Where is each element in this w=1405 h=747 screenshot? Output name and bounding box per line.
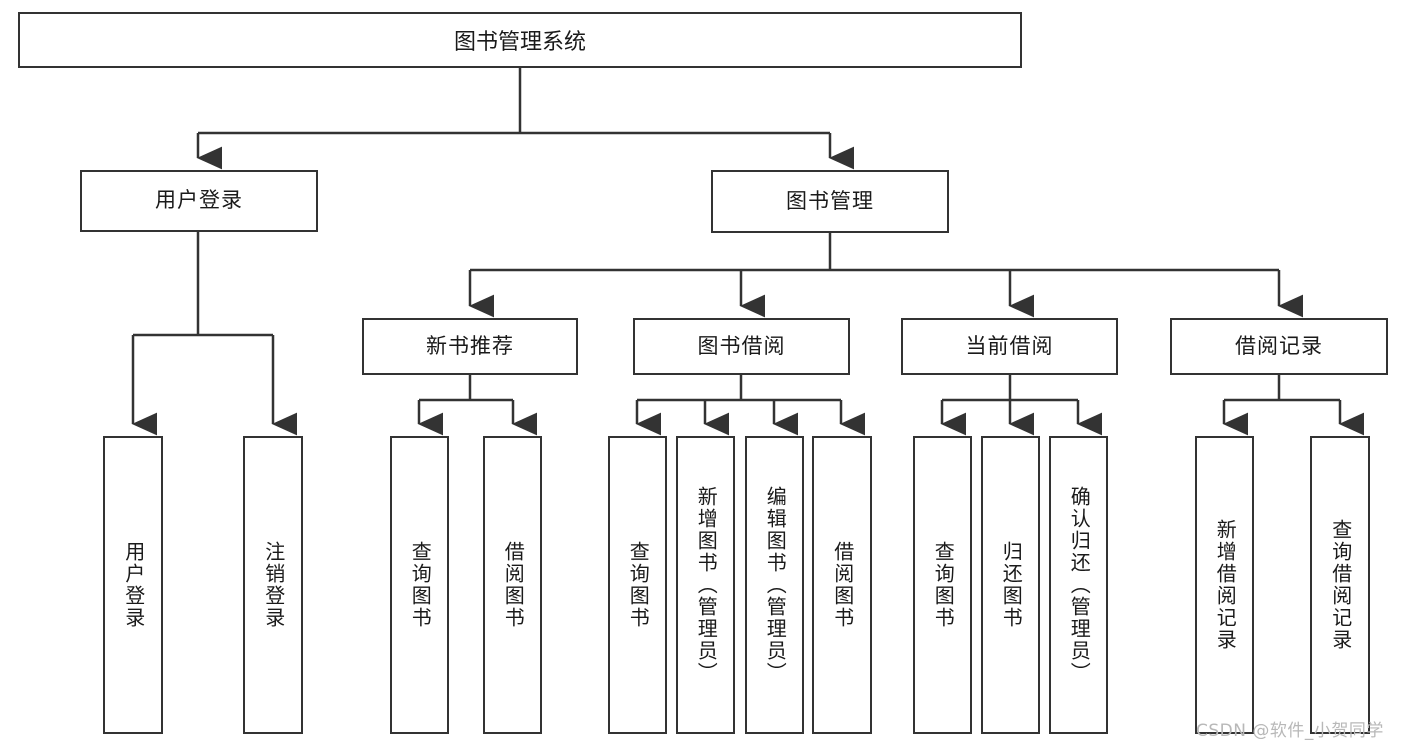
csdn-watermark: CSDN @软件_小贺同学	[1196, 721, 1384, 741]
node-label: 当前借阅	[965, 333, 1054, 358]
node-leaf-borrow-book-new[interactable]: 借阅图书	[483, 436, 542, 734]
node-label: 借阅记录	[1235, 333, 1323, 358]
node-label: 查询图书	[931, 541, 956, 629]
node-label: 查询借阅记录	[1328, 519, 1353, 651]
node-label: 借阅图书	[830, 541, 855, 629]
node-leaf-return-book[interactable]: 归还图书	[981, 436, 1040, 734]
node-root-system[interactable]: 图书管理系统	[18, 12, 1022, 68]
node-label: 图书管理系统	[453, 30, 586, 55]
node-label: 图书管理	[786, 188, 874, 213]
node-leaf-add-book-admin[interactable]: 新增图书（管理员）	[676, 436, 735, 734]
node-user-login[interactable]: 用户登录	[80, 170, 318, 232]
node-label: 新增图书（管理员）	[694, 486, 719, 684]
node-label: 确认归还（管理员）	[1067, 486, 1092, 684]
node-book-management[interactable]: 图书管理	[711, 170, 949, 233]
node-label: 用户登录	[155, 188, 243, 213]
node-leaf-query-book-current[interactable]: 查询图书	[913, 436, 972, 734]
node-leaf-confirm-return-admin[interactable]: 确认归还（管理员）	[1049, 436, 1108, 734]
node-label: 查询图书	[626, 541, 651, 629]
node-label: 查询图书	[408, 541, 433, 629]
node-label: 借阅图书	[501, 541, 526, 629]
node-current-borrow[interactable]: 当前借阅	[901, 318, 1118, 375]
node-label: 新书推荐	[426, 333, 514, 358]
node-leaf-logout[interactable]: 注销登录	[243, 436, 303, 734]
node-label: 用户登录	[121, 541, 146, 629]
node-leaf-borrow-book[interactable]: 借阅图书	[812, 436, 872, 734]
node-new-book-recommend[interactable]: 新书推荐	[362, 318, 578, 375]
node-book-borrow[interactable]: 图书借阅	[633, 318, 850, 375]
node-leaf-add-borrow-record[interactable]: 新增借阅记录	[1195, 436, 1254, 734]
node-leaf-query-borrow-record[interactable]: 查询借阅记录	[1310, 436, 1370, 734]
node-leaf-query-book[interactable]: 查询图书	[608, 436, 667, 734]
node-label: 图书借阅	[697, 333, 786, 358]
node-leaf-edit-book-admin[interactable]: 编辑图书（管理员）	[745, 436, 804, 734]
node-leaf-query-book-new[interactable]: 查询图书	[390, 436, 449, 734]
node-leaf-user-login[interactable]: 用户登录	[103, 436, 163, 734]
node-borrow-records[interactable]: 借阅记录	[1170, 318, 1388, 375]
node-label: 归还图书	[999, 541, 1024, 629]
node-label: 新增借阅记录	[1213, 519, 1238, 651]
node-label: 编辑图书（管理员）	[763, 486, 788, 684]
node-label: 注销登录	[261, 541, 286, 629]
